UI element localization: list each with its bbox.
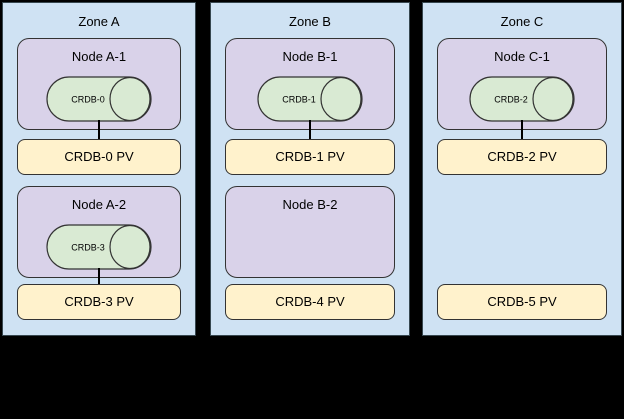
node-a1-box: Node A-1 CRDB-0 <box>17 38 181 130</box>
zone-b-label: Zone B <box>289 14 331 29</box>
zone-b-panel: Zone B Node B-1 CRDB-1 CRDB-1 PV Node B-… <box>210 2 410 336</box>
node-a2-box: Node A-2 CRDB-3 <box>17 186 181 278</box>
crdb-4-pv-box: CRDB-4 PV <box>225 284 395 320</box>
crdb-3-disk-cylinder-icon: CRDB-3 <box>46 224 152 270</box>
node-b2-box: Node B-2 <box>225 186 395 278</box>
zone-a-panel: Zone A Node A-1 CRDB-0 CRDB-0 PV Node A-… <box>2 2 196 336</box>
crdb-0-disk-cylinder-icon: CRDB-0 <box>46 76 152 122</box>
node-b2-label: Node B-2 <box>282 197 338 212</box>
node-a2-label: Node A-2 <box>71 197 127 212</box>
crdb-2-pv-box: CRDB-2 PV <box>437 139 607 175</box>
zone-c-panel: Zone C Node C-1 CRDB-2 CRDB-2 PV CRDB-5 … <box>422 2 622 336</box>
crdb-1-disk-label: CRDB-1 <box>282 95 316 105</box>
crdb-3-pv-box: CRDB-3 PV <box>17 284 181 320</box>
zone-a-label: Zone A <box>78 14 120 29</box>
crdb-2-disk-label: CRDB-2 <box>494 95 528 105</box>
node-b1-label: Node B-1 <box>282 49 338 64</box>
crdb-5-pv-box: CRDB-5 PV <box>437 284 607 320</box>
zone-c-label: Zone C <box>500 14 544 29</box>
crdb-3-disk-label: CRDB-3 <box>71 243 105 253</box>
node-c1-box: Node C-1 CRDB-2 <box>437 38 607 130</box>
crdb-1-pv-box: CRDB-1 PV <box>225 139 395 175</box>
connector-crdb1-to-pv <box>309 120 311 140</box>
crdb-0-disk-label: CRDB-0 <box>71 95 105 105</box>
node-b1-box: Node B-1 CRDB-1 <box>225 38 395 130</box>
node-c1-label: Node C-1 <box>494 49 550 64</box>
node-a1-label: Node A-1 <box>71 49 127 64</box>
connector-crdb3-to-pv <box>98 268 100 285</box>
crdb-2-disk-cylinder-icon: CRDB-2 <box>469 76 575 122</box>
connector-crdb0-to-pv <box>98 120 100 140</box>
crdb-0-pv-box: CRDB-0 PV <box>17 139 181 175</box>
connector-crdb2-to-pv <box>521 120 523 140</box>
crdb-1-disk-cylinder-icon: CRDB-1 <box>257 76 363 122</box>
